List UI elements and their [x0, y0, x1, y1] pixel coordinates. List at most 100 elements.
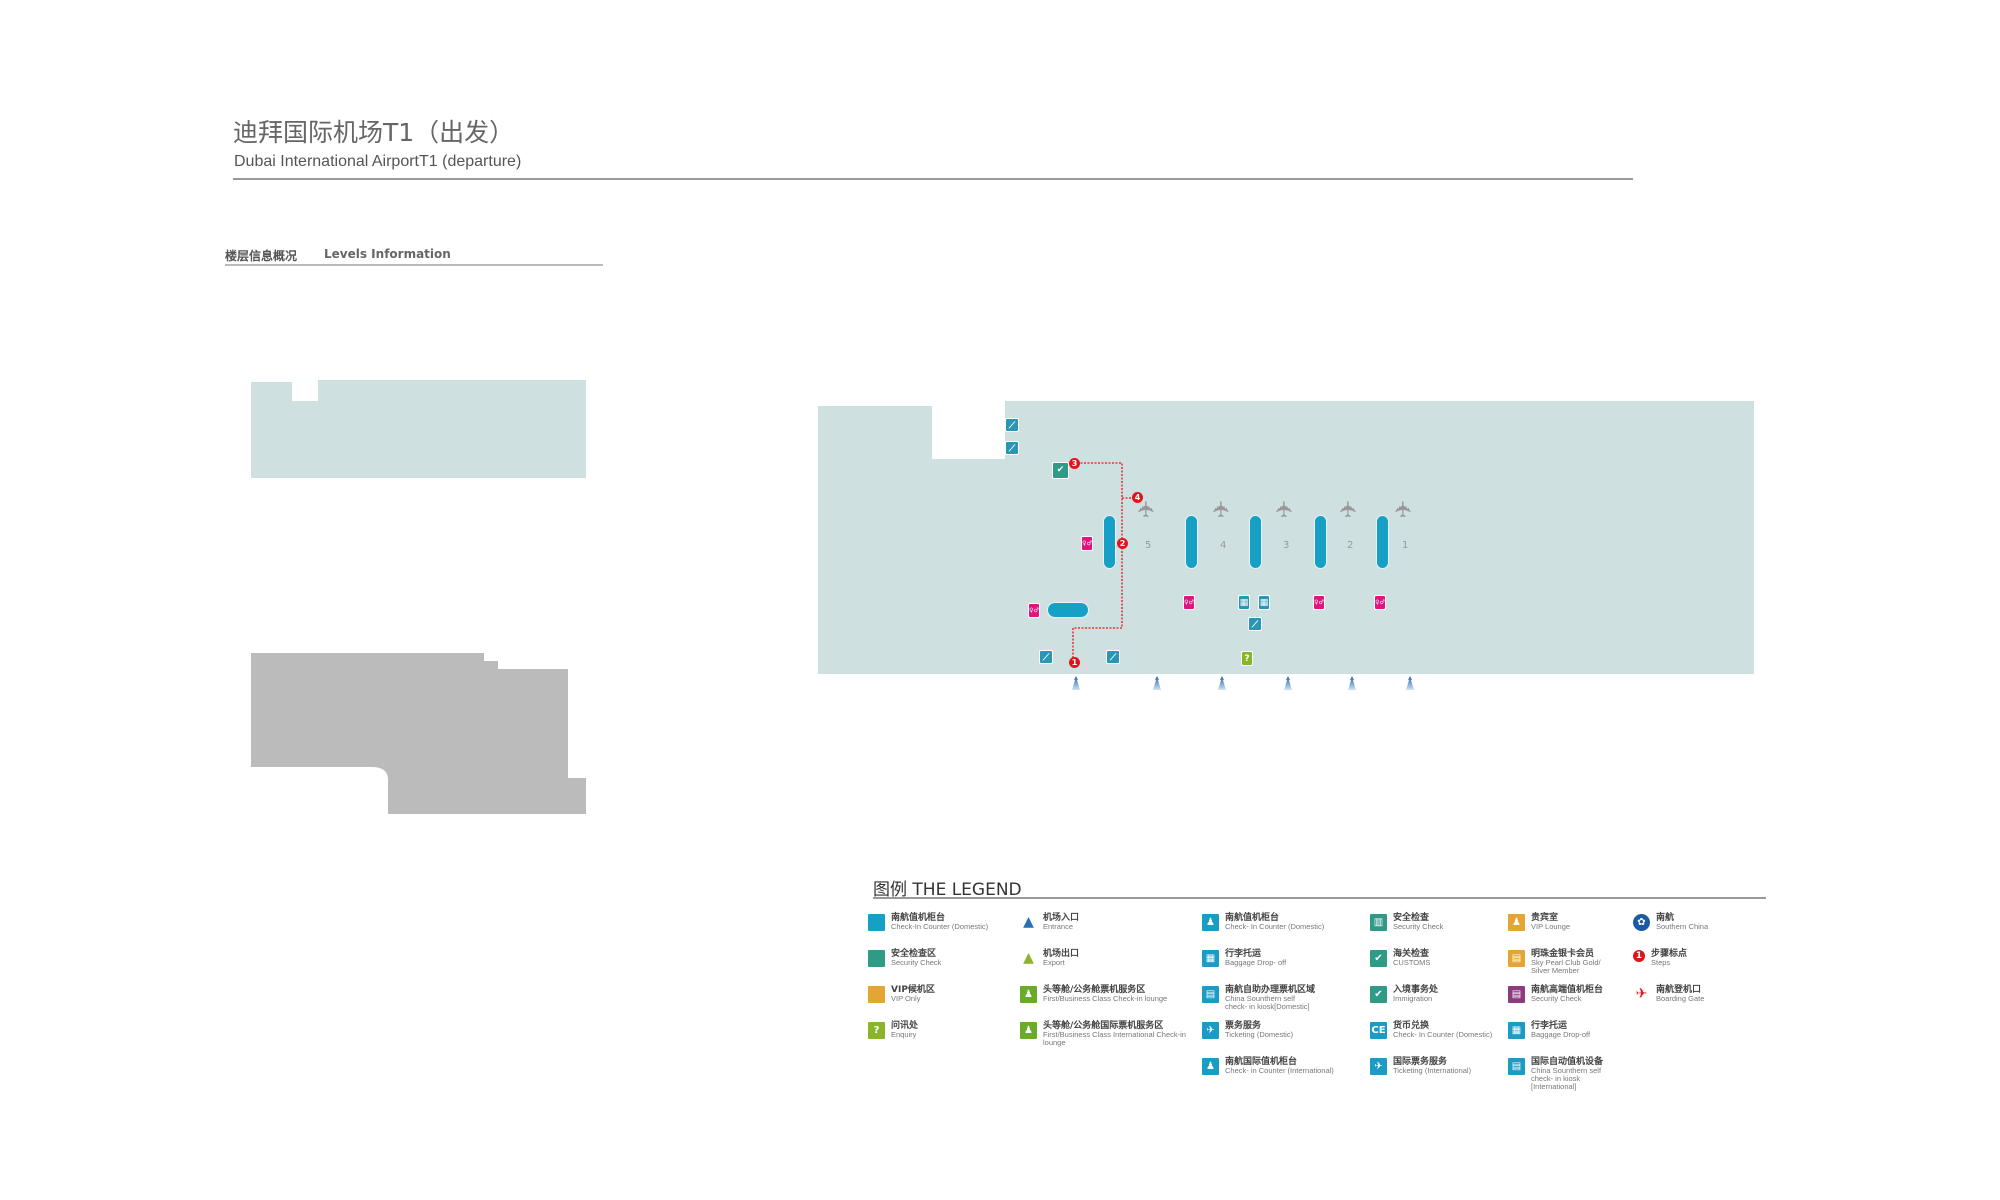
escalator-icon[interactable]: ⟋: [1106, 650, 1120, 664]
first-class-checkin-icon: ♟: [1020, 986, 1037, 1003]
baggage-icon: ▦: [1508, 1022, 1525, 1039]
route-path: [1072, 462, 1123, 662]
checkin-counter[interactable]: [1185, 515, 1198, 569]
levels-title-en: Levels Information: [324, 247, 451, 261]
legend-label-en: Enquiry: [891, 1030, 917, 1039]
legend-label-en: China Sounthern self check- in kiosk [In…: [1531, 1066, 1602, 1091]
customs-icon[interactable]: ✔: [1052, 462, 1069, 479]
step-marker-2: 2: [1117, 538, 1128, 549]
baggage-drop-icon[interactable]: ▦: [1258, 595, 1270, 610]
intl-ticketing-icon: ✈: [1370, 1058, 1387, 1075]
enquiry-icon: ?: [868, 1022, 885, 1039]
boarding-gate-plane-icon: ✈: [1273, 499, 1299, 519]
step-marker-1: 1: [1069, 657, 1080, 668]
checkin-counter[interactable]: [1249, 515, 1262, 569]
legend-label-zh: 南航高端值机柜台: [1531, 985, 1604, 995]
escalator-icon[interactable]: ⟋: [1248, 617, 1262, 631]
gate-number: 3: [1283, 540, 1290, 551]
legend-label-zh: 南航值机柜台: [891, 913, 946, 923]
china-southern-logo-icon: ✿: [1633, 914, 1650, 931]
boarding-gate-plane-icon: ✈: [1392, 499, 1418, 519]
level-departure-thumbnail[interactable]: [251, 380, 586, 478]
checkin-counter[interactable]: [1047, 602, 1089, 618]
legend-label-en: Entrance: [1043, 922, 1074, 931]
floor-plan: [818, 401, 1754, 674]
legend-label-zh: 步骤标点: [1651, 949, 1688, 959]
restroom-icon[interactable]: ♀♂: [1081, 536, 1093, 551]
legend-label-zh: 机场入口: [1043, 913, 1080, 923]
levels-thumbnails: [251, 380, 586, 814]
legend-label-en: Baggage Drop- off: [1225, 958, 1287, 967]
legend-label-en: Steps: [1651, 958, 1671, 967]
levels-divider: [225, 264, 603, 266]
baggage-drop-icon[interactable]: ▦: [1238, 595, 1250, 610]
legend-label-zh: 行李托运: [1531, 1021, 1568, 1031]
level-arrival-thumbnail[interactable]: [251, 653, 586, 814]
escalator-icon[interactable]: ⟋: [1005, 441, 1019, 455]
legend-label-en: CUSTOMS: [1393, 958, 1431, 967]
legend-label-en: Immigration: [1393, 994, 1433, 1003]
restroom-icon[interactable]: ♀♂: [1313, 595, 1325, 610]
checkin-counter[interactable]: [1103, 515, 1116, 569]
escalator-icon[interactable]: ⟋: [1005, 418, 1019, 432]
legend-label-zh: 头等舱/公务舱票机服务区: [1043, 985, 1146, 995]
teal-square-icon: [868, 950, 885, 967]
restroom-icon[interactable]: ♀♂: [1374, 595, 1386, 610]
premium-checkin-icon: ▤: [1508, 986, 1525, 1003]
checkin-counter[interactable]: [1376, 515, 1389, 569]
entrance-arrow-icon: [1218, 676, 1226, 690]
restroom-icon[interactable]: ♀♂: [1028, 603, 1040, 618]
legend-label-zh: 南航国际值机柜台: [1225, 1057, 1298, 1067]
enquiry-icon[interactable]: ?: [1241, 651, 1253, 666]
immigration-icon: ✔: [1370, 986, 1387, 1003]
entrance-arrow-icon: [1153, 676, 1161, 690]
entrance-arrow-icon: [1072, 676, 1080, 690]
escalator-icon[interactable]: ⟋: [1039, 650, 1053, 664]
baggage-icon: ▦: [1202, 950, 1219, 967]
legend-label-en: First/Business Class International Check…: [1043, 1030, 1186, 1047]
legend-label-zh: 南航值机柜台: [1225, 913, 1280, 923]
checkin-counter[interactable]: [1314, 515, 1327, 569]
security-gate-icon: ▥: [1370, 914, 1387, 931]
legend-label-en: VIP Only: [891, 994, 921, 1003]
entrance-arrow-icon: ▲: [1023, 914, 1034, 930]
legend-label-zh: 问讯处: [891, 1021, 919, 1031]
legend-label-zh: 南航自助办理票机区域: [1225, 985, 1316, 995]
legend-label-en: Security Check: [1393, 922, 1444, 931]
restroom-icon[interactable]: ♀♂: [1183, 595, 1195, 610]
blue-square-icon: [868, 914, 885, 931]
page-title: 迪拜国际机场T1（出发）: [233, 118, 515, 147]
step-marker-4: 4: [1132, 492, 1143, 503]
